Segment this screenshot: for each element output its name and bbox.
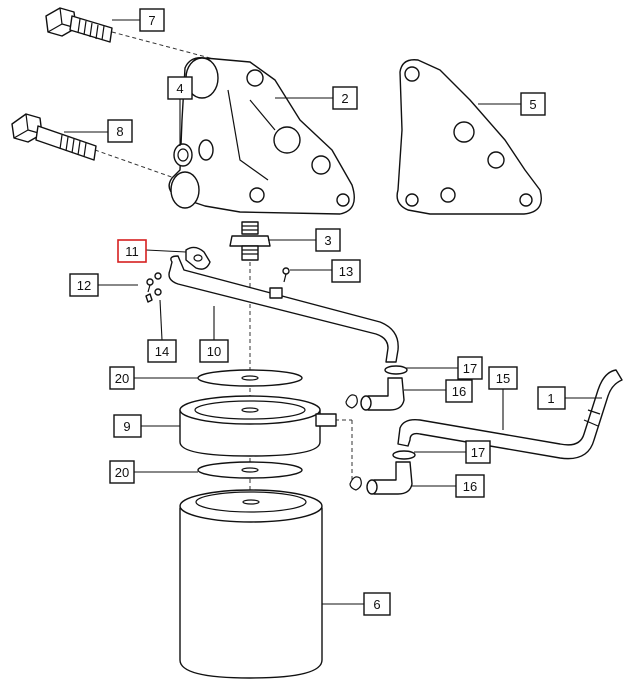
filter-6 <box>179 489 323 679</box>
bracket-2 <box>168 57 355 215</box>
callout-10: 10 <box>199 339 229 363</box>
bolt-8 <box>11 113 97 161</box>
callout-label: 11 <box>125 244 139 259</box>
callout-20-upper: 20 <box>109 366 135 390</box>
callout-label: 1 <box>547 391 554 406</box>
callout-5: 5 <box>520 92 546 116</box>
hose-fittings-upper <box>345 365 408 411</box>
callout-label: 12 <box>77 278 91 293</box>
callout-16-upper: 16 <box>445 379 473 403</box>
callout-7: 7 <box>139 8 165 32</box>
screws <box>145 267 290 303</box>
callout-label: 17 <box>471 445 485 460</box>
callout-13: 13 <box>331 259 361 283</box>
gasket-11 <box>185 246 211 270</box>
hose-fittings-lower <box>349 450 416 495</box>
callout-label: 16 <box>463 479 477 494</box>
callout-label: 17 <box>463 361 477 376</box>
callout-label: 4 <box>176 81 183 96</box>
callout-4: 4 <box>167 76 193 100</box>
callout-label: 8 <box>116 124 123 139</box>
callout-label: 6 <box>373 597 380 612</box>
callout-label: 20 <box>115 371 129 386</box>
callout-12: 12 <box>69 273 99 297</box>
callout-label: 15 <box>496 371 510 386</box>
callout-15: 15 <box>488 366 518 390</box>
fitting-3 <box>229 221 271 261</box>
callout-label: 16 <box>452 384 466 399</box>
callout-label: 9 <box>123 419 130 434</box>
callout-6: 6 <box>363 592 391 616</box>
leader-lines <box>64 19 602 605</box>
callout-8: 8 <box>107 119 133 143</box>
callout-9: 9 <box>113 414 142 438</box>
callout-label: 2 <box>341 91 348 106</box>
gasket-5 <box>396 59 542 215</box>
callout-label: 5 <box>529 97 536 112</box>
oil-line-10 <box>168 255 399 363</box>
callout-11: 11 <box>117 239 147 263</box>
callout-20-lower: 20 <box>109 460 135 484</box>
gasket-20-lower <box>197 461 303 479</box>
callout-1: 1 <box>537 386 566 410</box>
callout-3: 3 <box>315 228 341 252</box>
callout-2: 2 <box>332 86 358 110</box>
callout-17-upper: 17 <box>457 356 483 380</box>
callout-label: 7 <box>148 13 155 28</box>
callout-label: 13 <box>339 264 353 279</box>
collar-4 <box>173 139 214 167</box>
callout-17-lower: 17 <box>465 440 491 464</box>
bolt-7 <box>45 7 113 43</box>
callout-16-lower: 16 <box>455 474 485 498</box>
callout-label: 20 <box>115 465 129 480</box>
gasket-20-upper <box>197 369 303 387</box>
callout-14: 14 <box>147 339 177 363</box>
callout-label: 14 <box>155 344 169 359</box>
adapter-9 <box>179 395 337 457</box>
callout-label: 10 <box>207 344 221 359</box>
callout-label: 3 <box>324 233 331 248</box>
hose-15 <box>397 369 623 460</box>
